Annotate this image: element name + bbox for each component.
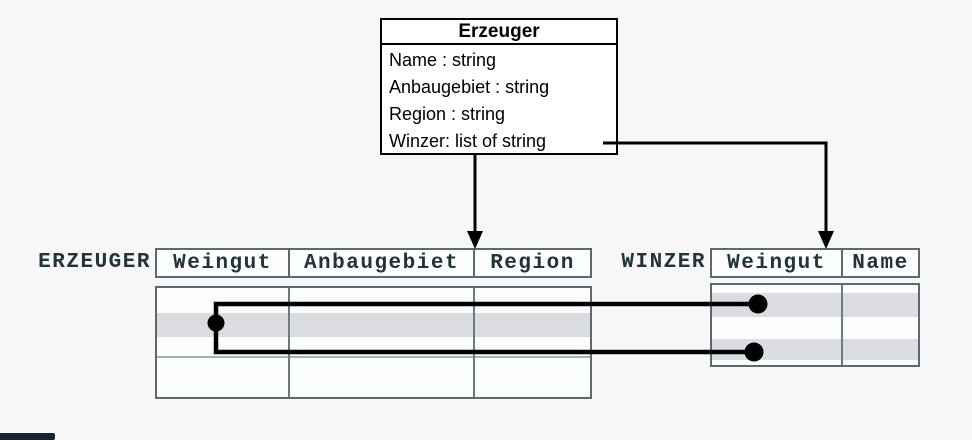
winzer-column-divider bbox=[841, 285, 843, 365]
winzer-table-body bbox=[710, 283, 920, 367]
erzeuger-column-anbaugebiet: Anbaugebiet bbox=[288, 250, 473, 276]
uml-class-box-erzeuger: Erzeuger Name : string Anbaugebiet : str… bbox=[380, 18, 618, 155]
winzer-column-name: Name bbox=[841, 250, 918, 276]
winzer-highlighted-row-1 bbox=[712, 293, 918, 317]
winzer-highlighted-row-2 bbox=[712, 339, 918, 360]
winzer-column-weingut: Weingut bbox=[727, 251, 826, 275]
erzeuger-highlighted-row bbox=[157, 313, 590, 337]
erzeuger-column-divider-2 bbox=[473, 288, 475, 397]
winzer-table-header: Weingut Name bbox=[710, 248, 920, 278]
table-label-erzeuger: ERZEUGER bbox=[38, 251, 151, 274]
class-attribute-region: Region : string bbox=[389, 104, 506, 124]
erzeuger-column-divider-1 bbox=[288, 288, 290, 397]
class-attribute-name: Name : string bbox=[389, 50, 497, 70]
class-attribute-list: Name : string Anbaugebiet : string Regio… bbox=[382, 45, 616, 155]
erzeuger-table-header: Weingut Anbaugebiet Region bbox=[155, 248, 592, 278]
class-attribute-winzer: Winzer: list of string bbox=[389, 131, 547, 151]
down-arrow-icon bbox=[818, 231, 834, 249]
erzeuger-table-body bbox=[155, 286, 592, 399]
erzeuger-row-divider bbox=[157, 356, 590, 358]
table-label-winzer: WINZER bbox=[621, 251, 706, 274]
down-arrow-icon bbox=[467, 231, 483, 249]
erzeuger-column-weingut: Weingut bbox=[173, 251, 272, 275]
erzeuger-column-region: Region bbox=[473, 250, 590, 276]
horizontal-scrollbar-thumb[interactable] bbox=[0, 433, 55, 440]
class-title: Erzeuger bbox=[382, 20, 616, 45]
winzer-attribute-to-winzer-arrow-shaft bbox=[603, 141, 828, 233]
class-attribute-anbaugebiet: Anbaugebiet : string bbox=[389, 77, 550, 97]
